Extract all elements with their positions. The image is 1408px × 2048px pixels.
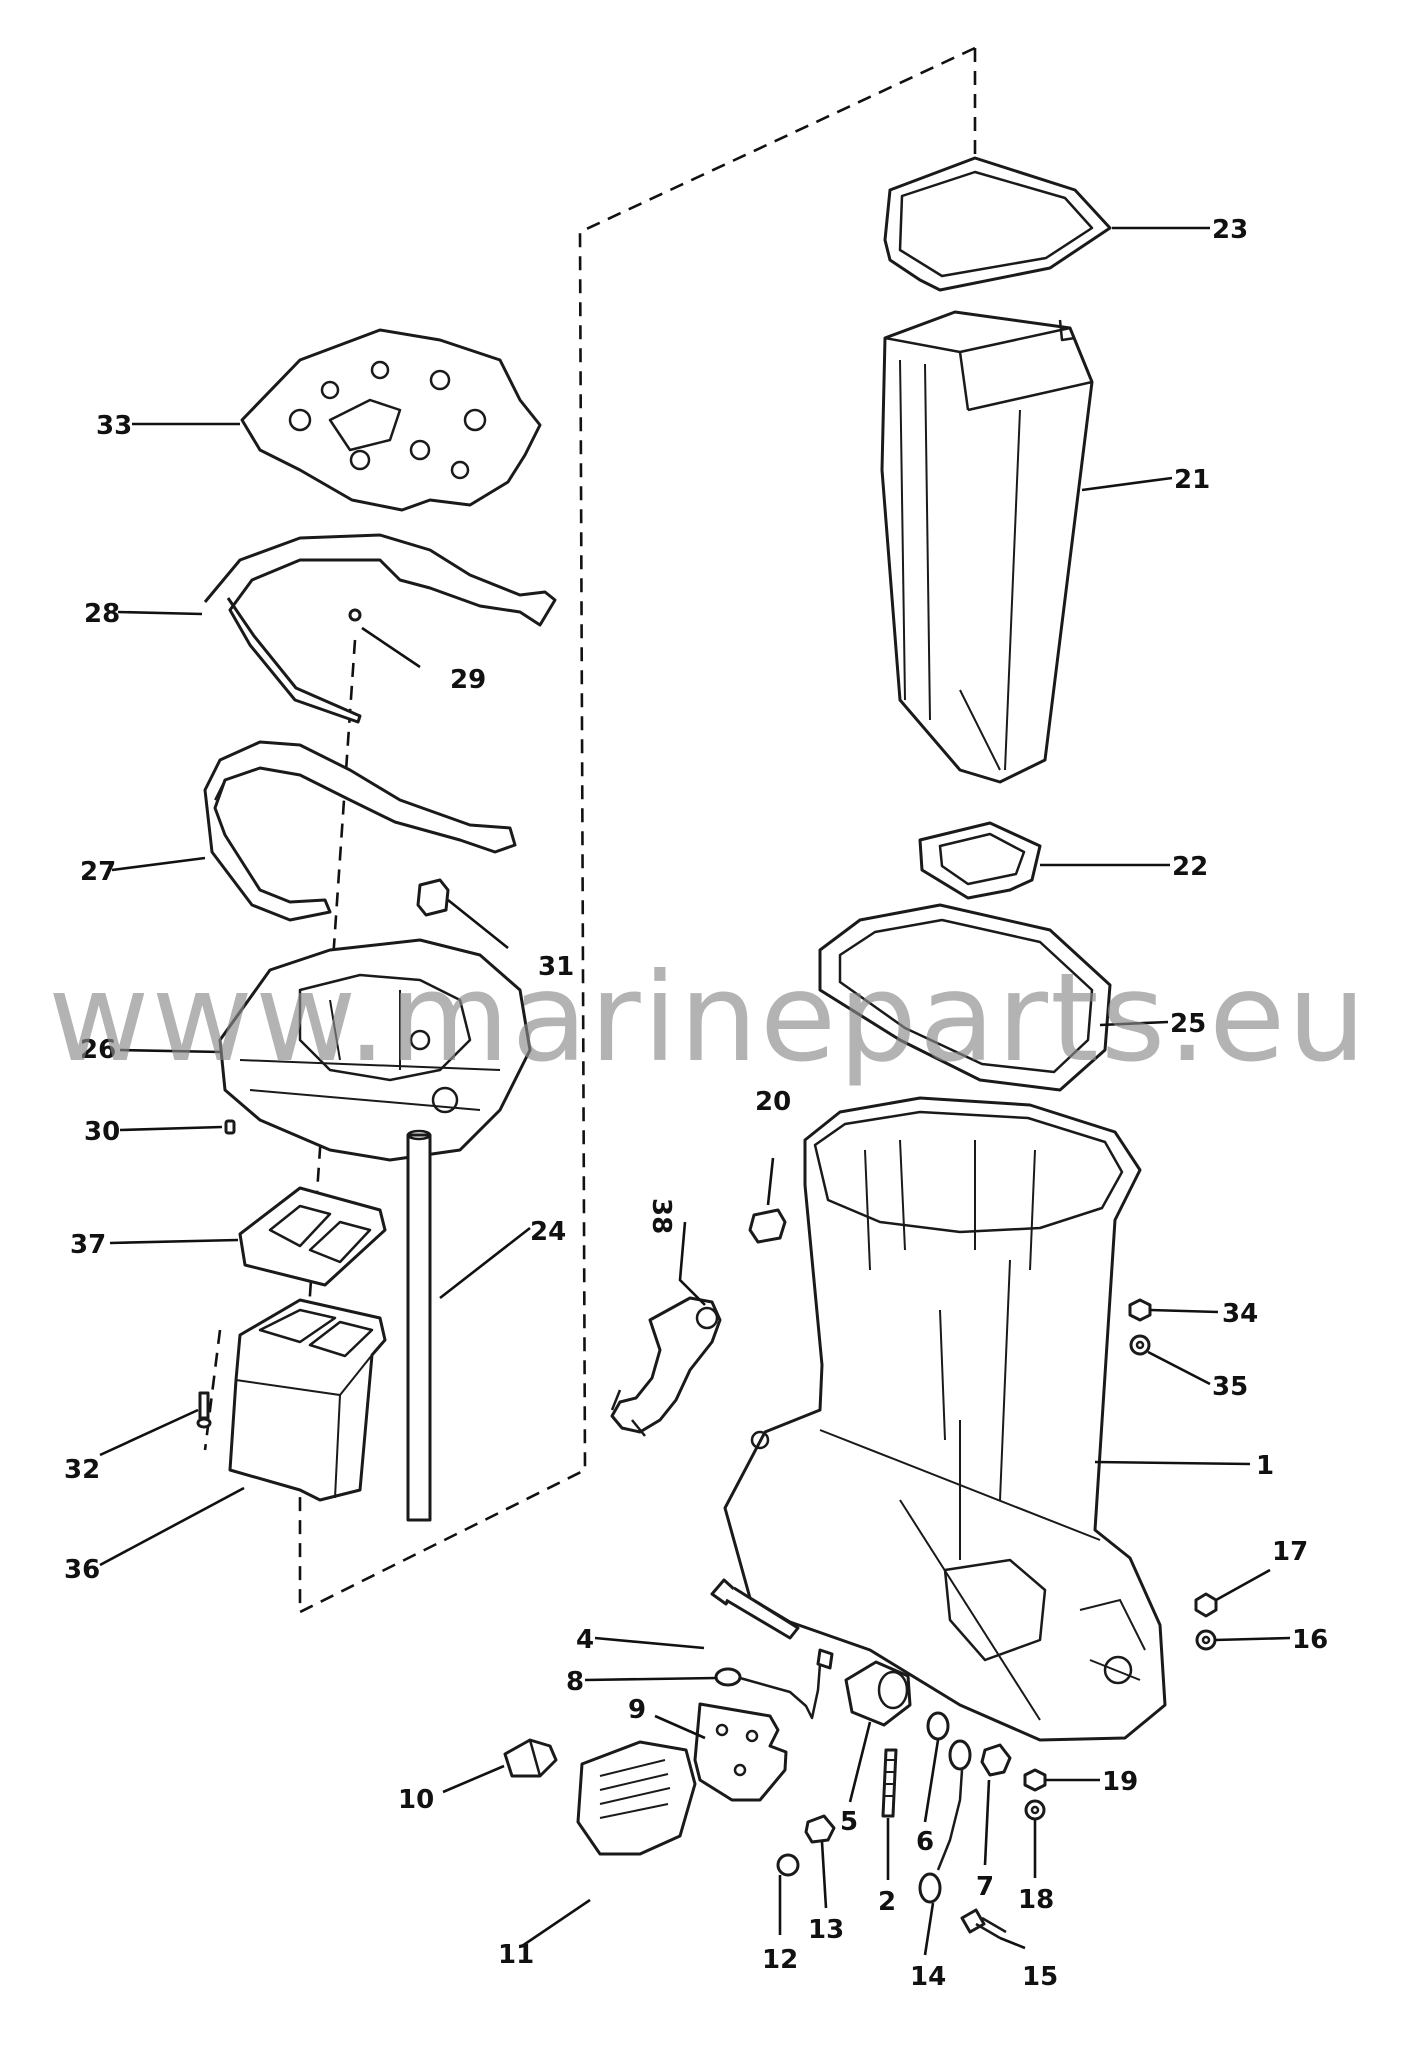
callout-4: 4: [576, 1625, 594, 1655]
part-6-washer: [926, 1711, 950, 1741]
leader-lines: [99, 226, 1291, 1956]
part-26-adapter-plate: [218, 938, 532, 1162]
part-30-dowel: [224, 1119, 236, 1135]
part-34-35-nut-washer: [1128, 1298, 1152, 1356]
part-10-grommet: [503, 1738, 558, 1778]
part-11-cover-plate: [576, 1740, 697, 1856]
callout-22: 22: [1172, 852, 1208, 882]
callout-37: 37: [70, 1230, 106, 1260]
part-1-driveshaft-housing: [723, 1096, 1167, 1742]
callout-26: 26: [80, 1035, 116, 1065]
callout-13: 13: [808, 1915, 844, 1945]
part-18-19-nut-washer: [1023, 1768, 1047, 1821]
part-37-gasket: [238, 1186, 387, 1287]
part-29-screw: [348, 608, 362, 622]
part-33-gasket: [240, 328, 542, 512]
callout-10: 10: [398, 1785, 434, 1815]
callout-28: 28: [84, 599, 120, 629]
part-31-spacer: [416, 878, 450, 917]
callout-5: 5: [840, 1807, 858, 1837]
part-5-sensor: [844, 1660, 912, 1727]
part-32-screw: [196, 1391, 212, 1429]
callout-33: 33: [96, 411, 132, 441]
assembly-line: [203, 46, 977, 1615]
callout-7: 7: [976, 1872, 994, 1902]
part-23-gasket: [883, 156, 1112, 292]
callout-21: 21: [1174, 465, 1210, 495]
part-21-exhaust-tube: [880, 310, 1094, 784]
callout-20: 20: [755, 1087, 791, 1117]
part-36-exhaust-block: [228, 1298, 387, 1502]
callout-29: 29: [450, 665, 486, 695]
callout-31: 31: [538, 952, 574, 982]
part-27-seal: [203, 740, 517, 922]
callout-11: 11: [498, 1940, 534, 1970]
callout-27: 27: [80, 857, 116, 887]
callout-30: 30: [84, 1117, 120, 1147]
part-9-bracket: [693, 1702, 788, 1802]
callout-32: 32: [64, 1455, 100, 1485]
callout-2: 2: [878, 1887, 896, 1917]
part-20-plug: [748, 1208, 787, 1244]
callout-9: 9: [628, 1695, 646, 1725]
part-25-gasket: [818, 903, 1112, 1092]
part-4-bolt: [710, 1578, 800, 1640]
callout-23: 23: [1212, 215, 1248, 245]
part-12-screw: [776, 1853, 800, 1877]
callout-36: 36: [64, 1555, 100, 1585]
callout-8: 8: [566, 1667, 584, 1697]
watermark-text: www.marineparts.eu: [48, 947, 1368, 1089]
part-14-ground-strap: [918, 1739, 972, 1904]
part-24-tube: [406, 1129, 432, 1522]
callouts: 23 21 22 25 20 34 35 1 17 16 19 18 15 14…: [64, 215, 1328, 1992]
part-7-nut: [980, 1743, 1012, 1777]
callout-17: 17: [1272, 1537, 1308, 1567]
part-28-gasket: [203, 533, 557, 724]
callout-14: 14: [910, 1962, 946, 1992]
part-15-screw: [960, 1908, 1007, 1940]
callout-34: 34: [1222, 1299, 1258, 1329]
callout-15: 15: [1022, 1962, 1058, 1992]
callout-24: 24: [530, 1217, 566, 1247]
callout-25: 25: [1170, 1009, 1206, 1039]
callout-1: 1: [1256, 1451, 1274, 1481]
callout-35: 35: [1212, 1372, 1248, 1402]
part-22-seal: [918, 821, 1042, 900]
callout-38: 38: [646, 1198, 676, 1234]
part-13-nut: [804, 1814, 836, 1844]
callout-12: 12: [762, 1945, 798, 1975]
part-38-water-tube: [610, 1296, 722, 1437]
callout-19: 19: [1102, 1767, 1138, 1797]
callout-6: 6: [916, 1827, 934, 1857]
part-16-17-nut-washer: [1194, 1592, 1218, 1651]
part-2-stud: [881, 1748, 898, 1818]
part-8-wire: [714, 1648, 834, 1720]
callout-18: 18: [1018, 1885, 1054, 1915]
callout-16: 16: [1292, 1625, 1328, 1655]
